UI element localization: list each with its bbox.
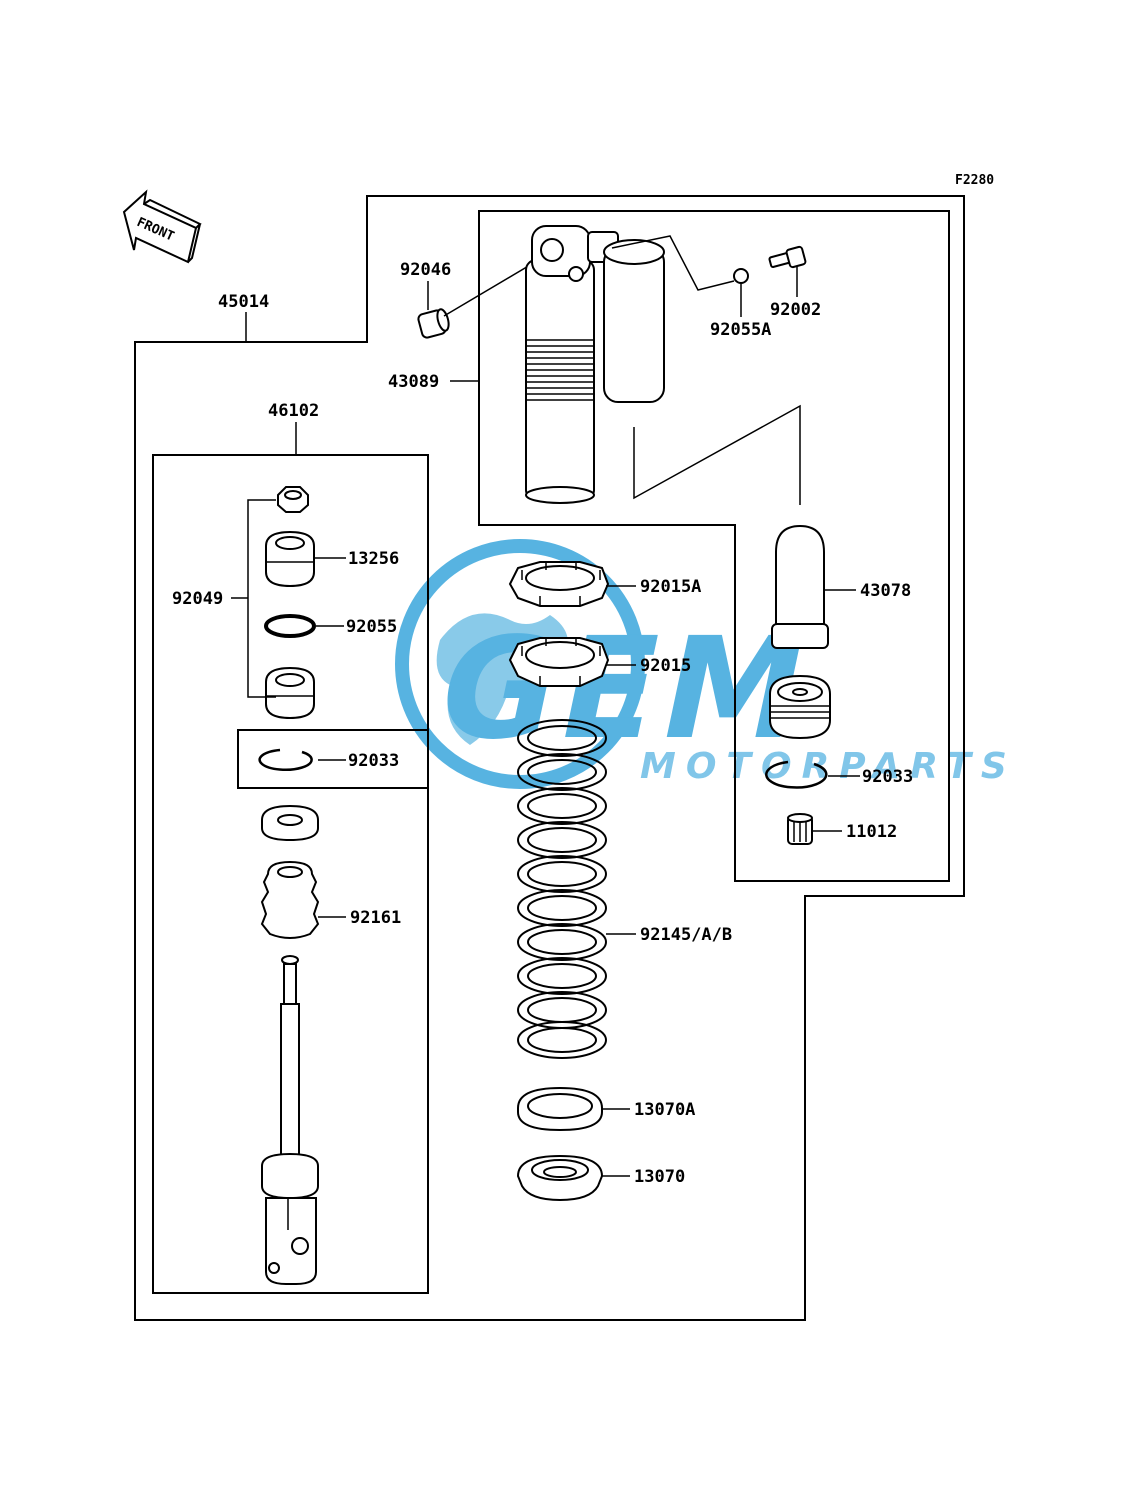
shock-body-icon xyxy=(525,225,619,504)
watermark-subtitle: MOTORPARTS xyxy=(640,746,1017,787)
watermark: GEM MOTORPARTS xyxy=(395,539,1017,789)
small-cap-icon xyxy=(787,813,813,845)
part-label-92015A: 92015A xyxy=(640,577,701,597)
part-label-92033-right: 92033 xyxy=(862,767,913,787)
globe-icon xyxy=(395,539,645,789)
diagram-code: F2280 xyxy=(955,173,994,188)
part-label-13070A: 13070A xyxy=(634,1100,695,1120)
bolt-icon xyxy=(768,245,807,269)
part-label-92049: 92049 xyxy=(172,589,223,609)
watermark-brand: GEM xyxy=(424,608,826,770)
spring-seat-a-icon xyxy=(517,1086,603,1132)
part-label-92046: 92046 xyxy=(400,260,451,280)
part-label-92033-left: 92033 xyxy=(348,751,399,771)
part-label-92055: 92055 xyxy=(346,617,397,637)
assembly-frame-45014 xyxy=(134,195,965,1321)
part-label-11012: 11012 xyxy=(846,822,897,842)
part-label-43078: 43078 xyxy=(860,581,911,601)
o-ring-small-icon xyxy=(733,268,749,284)
bump-rubber-icon xyxy=(260,860,320,939)
bushing-icon xyxy=(265,530,315,588)
bushing-lower-icon xyxy=(265,666,315,720)
lock-nut-icon xyxy=(508,637,610,687)
part-label-13070: 13070 xyxy=(634,1167,685,1187)
seal-head-icon xyxy=(261,804,319,842)
part-label-45014: 45014 xyxy=(218,292,269,312)
circlip-left-icon xyxy=(258,748,313,772)
part-label-92161: 92161 xyxy=(350,908,401,928)
nut-icon xyxy=(277,486,309,513)
part-label-92055A: 92055A xyxy=(710,320,771,340)
spring-icon xyxy=(517,719,607,1059)
circlip-right-icon xyxy=(765,760,828,789)
part-label-92145: 92145/A/B xyxy=(640,925,732,945)
assembly-frame-46102 xyxy=(152,454,429,1294)
part-label-13256: 13256 xyxy=(348,549,399,569)
assembly-frame-43089 xyxy=(478,210,950,882)
needle-bearing-icon xyxy=(417,308,450,339)
part-label-92002: 92002 xyxy=(770,300,821,320)
spring-seat-icon xyxy=(516,1154,604,1202)
lock-nut-a-icon xyxy=(508,561,610,607)
bladder-icon xyxy=(771,524,829,649)
o-ring-icon xyxy=(264,614,316,638)
front-arrow-icon: FRONT xyxy=(122,189,202,264)
reservoir-icon xyxy=(603,239,665,403)
piston-rod-icon xyxy=(261,955,319,1285)
part-label-43089: 43089 xyxy=(388,372,439,392)
reservoir-cap-icon xyxy=(769,674,831,740)
part-label-46102: 46102 xyxy=(268,401,319,421)
part-label-92015: 92015 xyxy=(640,656,691,676)
